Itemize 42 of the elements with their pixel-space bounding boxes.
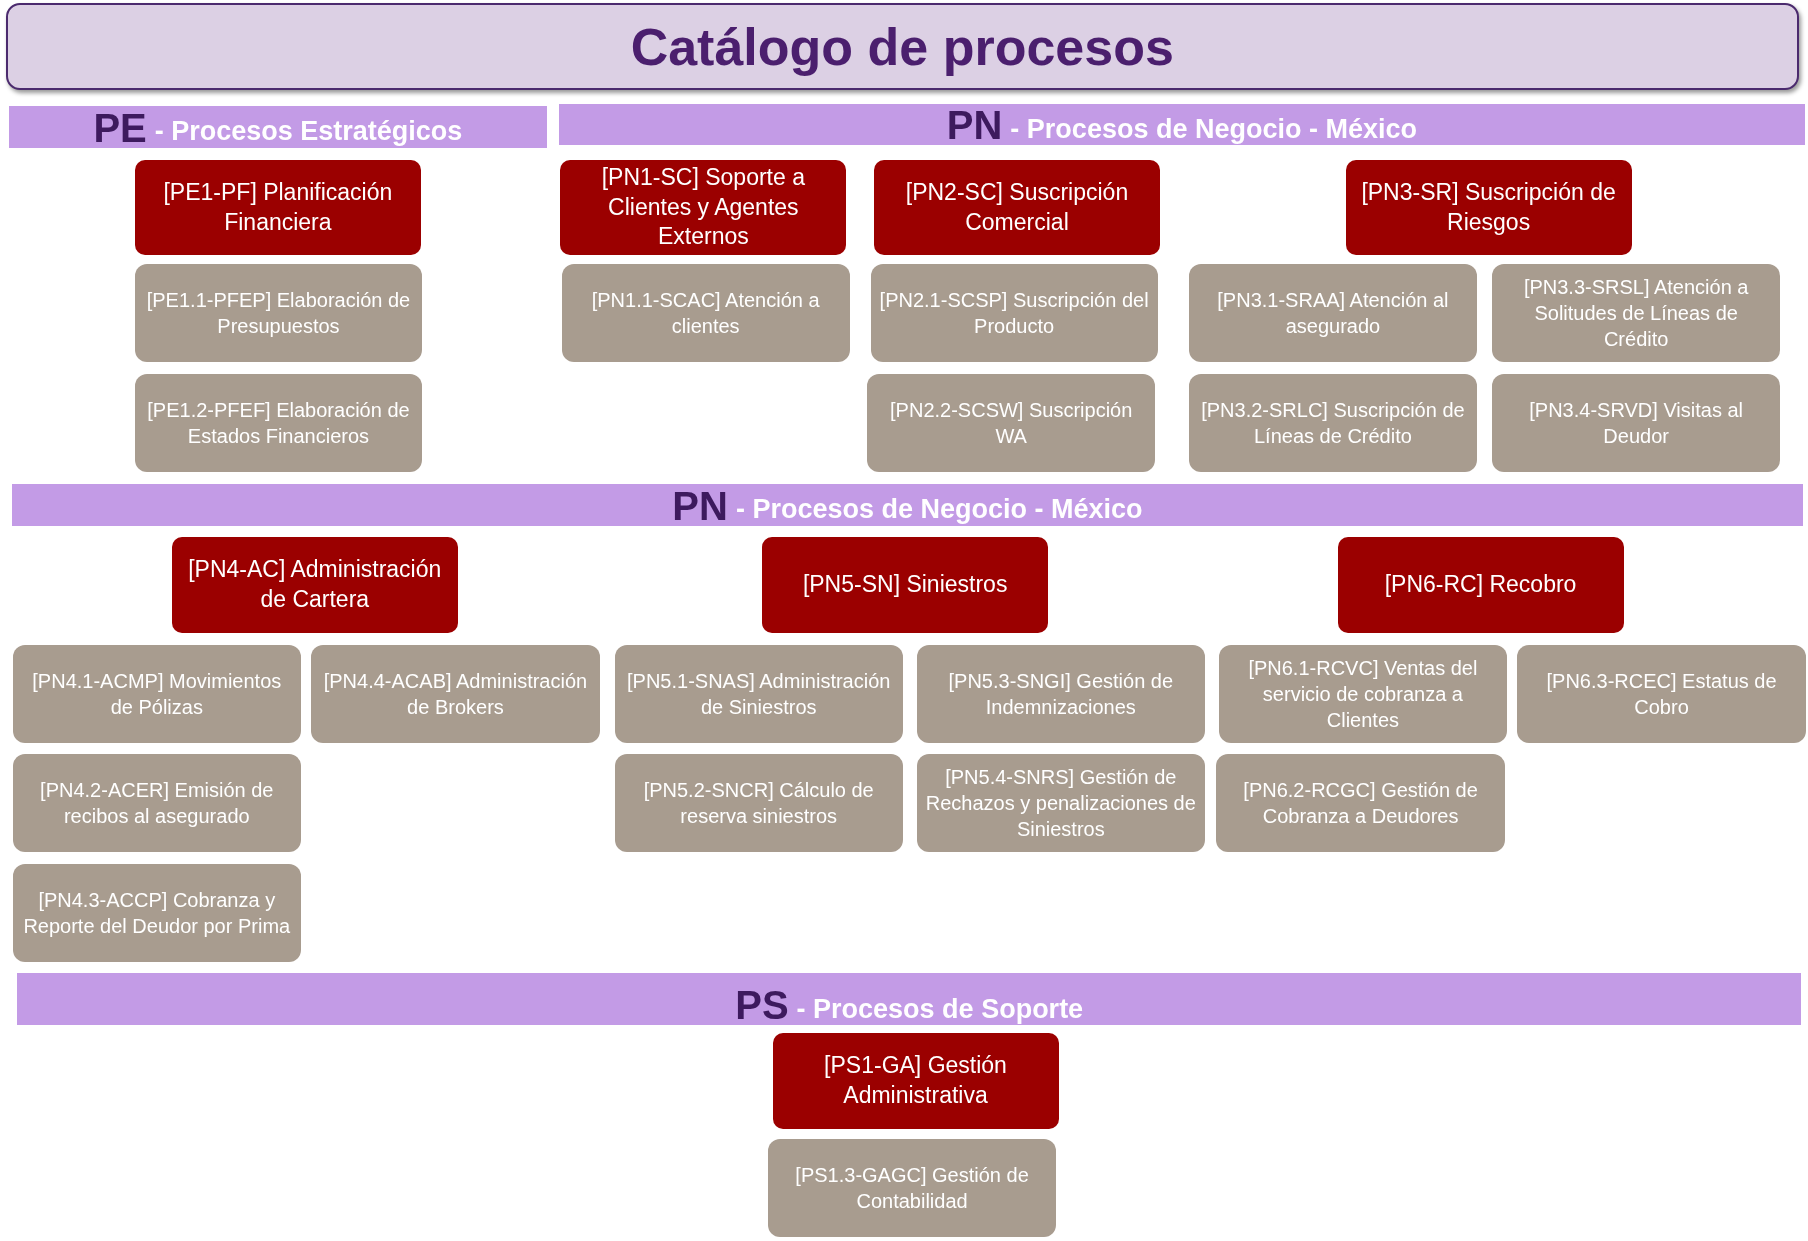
process-box: [PN2-SC] Suscripción Comercial xyxy=(874,160,1160,255)
process-box: [PN1-SC] Soporte a Clientes y Agentes Externos xyxy=(560,160,847,255)
process-box: [PN4-AC] Administración de Cartera xyxy=(171,537,458,633)
subprocess-box: [PN4.3-ACCP] Cobranza y Reporte del Deudor por Prima xyxy=(12,863,301,962)
section-header-band xyxy=(9,106,547,148)
process-box: [PN5-SN] Siniestros xyxy=(762,537,1049,633)
process-box: [PN3-SR] Suscripción de Riesgos xyxy=(1345,160,1632,255)
subprocess-box: [PN2.1-SCSP] Suscripción del Producto xyxy=(870,264,1158,363)
subprocess-box: [PN3.4-SRVD] Visitas al Deudor xyxy=(1492,373,1781,472)
subprocess-box: [PE1.1-PFEP] Elaboración de Presupuestos xyxy=(134,264,422,363)
section-title: - Procesos Estratégicos xyxy=(154,115,463,148)
process-box: [PS1-GA] Gestión Administrativa xyxy=(772,1033,1059,1129)
section-code: PN xyxy=(946,105,1003,146)
subprocess-box: [PN5.1-SNAS] Administración de Siniestros xyxy=(614,644,903,743)
subprocess-box: [PN6.2-RCGC] Gestión de Cobranza a Deudores xyxy=(1216,754,1505,853)
subprocess-box: [PN4.4-ACAB] Administración de Brokers xyxy=(311,644,600,743)
subprocess-box: [PN3.3-SRSL] Atención a Solitudes de Líneas de Crédito xyxy=(1492,264,1781,363)
title-banner: Catálogo de procesos xyxy=(5,3,1799,90)
section-header-band xyxy=(559,103,1805,146)
subprocess-box: [PN5.3-SNGI] Gestión de Indemnizaciones xyxy=(916,644,1205,743)
section-title: - Procesos de Soporte xyxy=(796,992,1084,1026)
process-box: [PN6-RC] Recobro xyxy=(1337,537,1624,633)
section-header-band xyxy=(17,973,1802,1026)
section-code: PN xyxy=(672,485,728,526)
subprocess-box: [PN6.1-RCVC] Ventas del servicio de cobranza a Clientes xyxy=(1218,644,1508,743)
subprocess-box: [PN3.1-SRAA] Atención al asegurado xyxy=(1188,264,1478,363)
subprocess-box: [PN5.4-SNRS] Gestión de Rechazos y penalizaciones de Siniestros xyxy=(916,754,1205,853)
subprocess-box: [PN4.2-ACER] Emisión de recibos al asegurado xyxy=(12,754,301,853)
section-title: - Procesos de Negocio - México xyxy=(735,493,1143,526)
subprocess-box: [PN6.3-RCEC] Estatus de Cobro xyxy=(1517,644,1806,743)
section-title: - Procesos de Negocio - México xyxy=(1010,112,1417,146)
subprocess-box: [PE1.2-PFEF] Elaboración de Estados Financieros xyxy=(134,373,422,472)
subprocess-box: [PS1.3-GAGC] Gestión de Contabilidad xyxy=(767,1139,1057,1238)
subprocess-box: [PN5.2-SNCR] Cálculo de reserva siniestros xyxy=(614,754,903,853)
section-code: PE xyxy=(93,107,147,148)
process-box: [PE1-PF] Planificación Financiera xyxy=(134,160,421,255)
subprocess-box: [PN1.1-SCAC] Atención a clientes xyxy=(561,264,850,363)
section-header-band xyxy=(11,484,1804,526)
subprocess-box: [PN2.2-SCSW] Suscripción WA xyxy=(867,373,1156,472)
subprocess-box: [PN4.1-ACMP] Movimientos de Pólizas xyxy=(12,644,301,743)
subprocess-box: [PN3.2-SRLC] Suscripción de Líneas de Crédito xyxy=(1188,373,1478,472)
section-code: PS xyxy=(735,985,789,1026)
